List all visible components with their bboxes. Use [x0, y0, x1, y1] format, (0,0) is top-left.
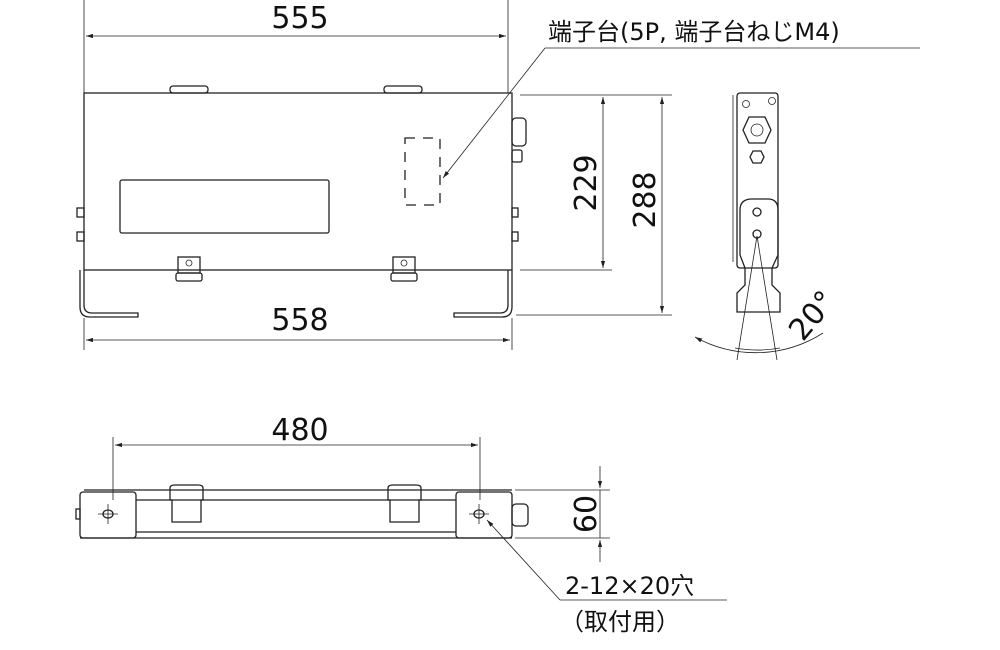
- terminal-block-label: 端子台(5P, 端子台ねじM4): [548, 18, 840, 46]
- bottom-view: 480 60 2-12×20穴 （取付用）: [75, 413, 727, 636]
- tilt-bracket: [736, 198, 781, 313]
- dim-480: 480: [271, 413, 328, 448]
- top-hinge: [169, 85, 209, 94]
- dim-555: 555: [271, 1, 328, 36]
- height-dimensions: 229 288: [516, 94, 672, 316]
- hole-note: （取付用）: [560, 608, 680, 636]
- dim-288: 288: [628, 171, 663, 228]
- side-view: 20°: [694, 92, 843, 361]
- cable-gland-small: [511, 149, 523, 163]
- dim-558: 558: [271, 303, 328, 338]
- cable-gland: [511, 117, 527, 147]
- front-view: 555 558 端子台(5P, 端子台ねじM4): [76, 0, 920, 350]
- dim-60: 60: [569, 495, 604, 533]
- terminal-leader: [442, 47, 546, 179]
- hole-leader: [486, 519, 561, 601]
- top-hinge: [383, 85, 423, 94]
- hole-label: 2-12×20穴: [565, 572, 694, 600]
- enclosure-body: [83, 92, 513, 271]
- display-window: [119, 179, 330, 234]
- terminal-block-outline: [404, 137, 441, 206]
- dim-229: 229: [569, 154, 604, 211]
- tilt-angle: 20°: [782, 284, 843, 347]
